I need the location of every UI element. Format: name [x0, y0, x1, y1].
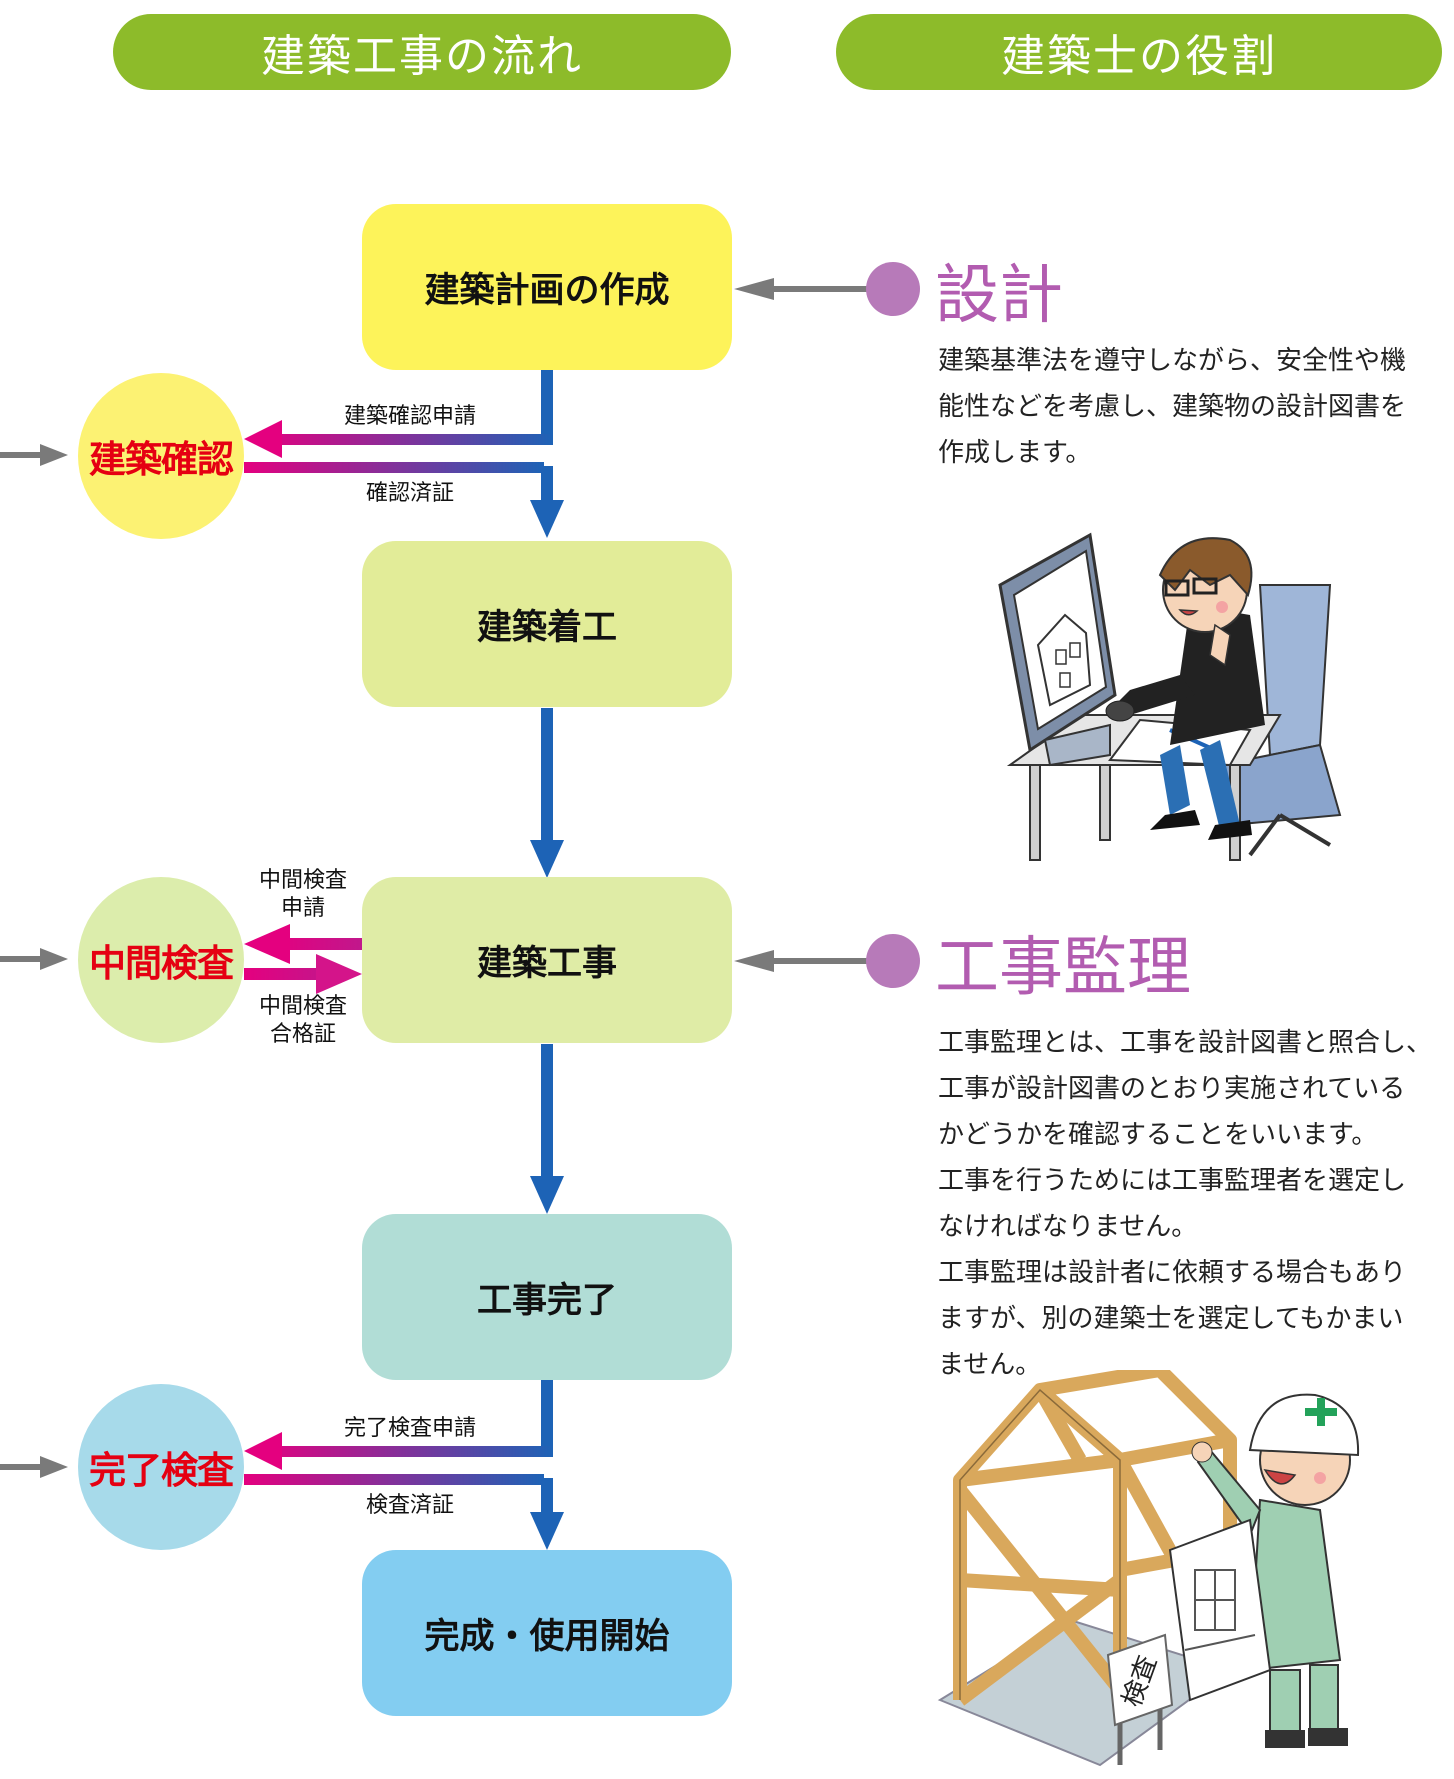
inspection-interim: 中間検査 [78, 877, 244, 1043]
role-design-text: 建築基準法を遵守しながら、安全性や機 能性などを考慮し、建築物の設計図書を 作成… [938, 338, 1454, 476]
role-supervision-line: 工事監理は設計者に依頼する場合もあり [938, 1258, 1407, 1288]
role-supervision-line: 工事が設計図書のとおり実施されている [938, 1074, 1406, 1104]
flow-arrow-construction-completion [530, 1044, 564, 1214]
inspection-sign [1106, 1633, 1174, 1765]
arrow-confirmation-request [244, 420, 553, 458]
label-interim-request-line2: 申請 [280, 896, 325, 921]
flow-arrow-plan-start [530, 368, 564, 538]
label-final-request: 完了検査申請 [343, 1416, 476, 1441]
label-interim-request: 中間検査 申請 [248, 867, 358, 923]
label-confirmation-request: 建築確認申請 [343, 404, 476, 429]
label-interim-cert: 中間検査 合格証 [248, 993, 358, 1049]
label-final-cert: 検査済証 [365, 1493, 454, 1518]
role-supervision-line: なければなりません。 [938, 1212, 1198, 1242]
role-design-line: 建築基準法を遵守しながら、安全性や機 [938, 346, 1407, 376]
designer-at-computer-illustration [998, 532, 1342, 861]
arrow-final-request [244, 1432, 553, 1470]
role-design-line: 作成します。 [938, 438, 1092, 468]
role-supervision-line: 工事監理とは、工事を設計図書と照合し、 [938, 1028, 1433, 1058]
flow-header: 建築工事の流れ [113, 14, 731, 90]
step-construction: 建築工事 [362, 877, 732, 1043]
step-finish: 完成・使用開始 [362, 1550, 732, 1716]
label-interim-cert-line2: 合格証 [269, 1022, 336, 1047]
role-supervision-text: 工事監理とは、工事を設計図書と照合し、 工事が設計図書のとおり実施されている か… [938, 1020, 1454, 1388]
role-connector-supervision [734, 934, 920, 988]
flow-arrow-start-construction [530, 708, 564, 878]
role-supervision-line: 工事を行うためには工事監理者を選定し [938, 1166, 1407, 1196]
role-supervision-title: 工事監理 [935, 931, 1191, 1005]
arrow-final-cert [244, 1474, 544, 1485]
label-interim-request-line1: 中間検査 [258, 868, 347, 893]
role-supervision-line: かどうかを確認することをいいます。 [938, 1120, 1378, 1150]
arrow-confirmation-cert [244, 462, 544, 473]
flow-arrow-completion-finish [530, 1380, 564, 1550]
role-design-title: 設計 [935, 259, 1063, 333]
step-plan: 建築計画の作成 [362, 204, 732, 370]
role-design-line: 能性などを考慮し、建築物の設計図書を [938, 392, 1407, 422]
step-start: 建築着工 [362, 541, 732, 707]
inspection-confirmation: 建築確認 [78, 373, 244, 539]
label-confirmation-cert: 確認済証 [365, 481, 454, 506]
supervisor-inspection-illustration: 検査 [937, 1370, 1360, 1767]
incoming-arrows-left [0, 444, 68, 1478]
label-interim-cert-line1: 中間検査 [258, 994, 347, 1019]
role-connector-design [734, 262, 920, 316]
step-completion: 工事完了 [362, 1214, 732, 1380]
arrow-interim-request [244, 924, 364, 964]
roles-header: 建築士の役割 [836, 14, 1442, 90]
inspection-final: 完了検査 [78, 1384, 244, 1550]
role-supervision-line: ません。 [938, 1350, 1042, 1380]
role-supervision-line: ますが、別の建築士を選定してもかまい [938, 1304, 1404, 1334]
arrow-interim-cert [244, 954, 362, 994]
